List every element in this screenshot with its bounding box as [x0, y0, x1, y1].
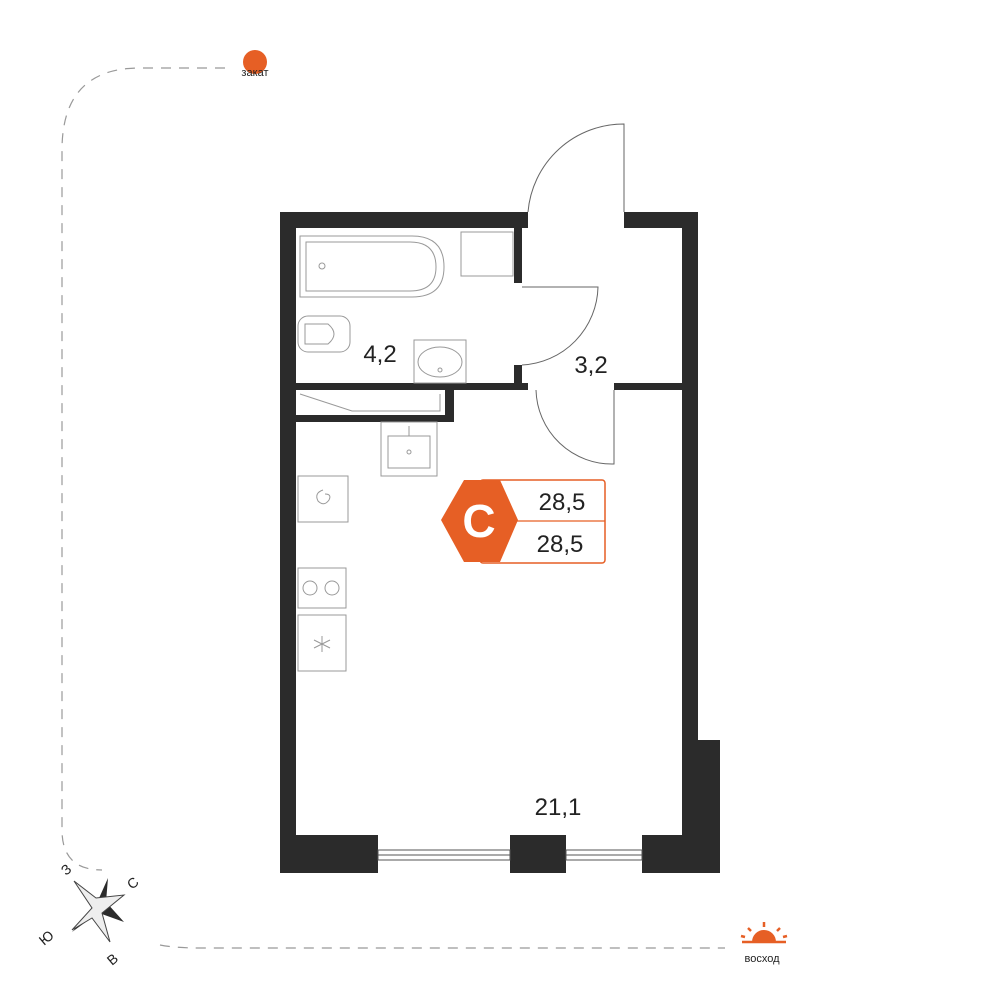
dishwasher [297, 475, 349, 523]
compass-east: В [104, 950, 121, 968]
bathroom-area: 4,2 [363, 341, 396, 368]
washer [460, 231, 514, 277]
sunrise-label: восход [744, 953, 780, 965]
studio-hex-icon [441, 480, 518, 562]
sunrise-icon [740, 922, 788, 944]
walls [280, 212, 720, 873]
windows [377, 849, 643, 861]
living-total: 28,5 [537, 531, 584, 558]
compass-rose-icon [71, 878, 126, 943]
hall-area: 3,2 [574, 352, 607, 379]
apartment-badge: С 28,5 28,5 [441, 479, 606, 564]
sunset-label: закат [241, 67, 268, 79]
compass-north: С [124, 874, 142, 893]
compass-south: Ю [36, 927, 57, 948]
total-area: 28,5 [539, 489, 586, 516]
sunset-icon [243, 62, 267, 74]
doors [521, 123, 625, 465]
sun-path [61, 67, 225, 871]
closet [299, 393, 441, 412]
sun-path-bottom [159, 944, 725, 949]
living-area: 21,1 [535, 794, 582, 821]
fixtures [297, 231, 514, 672]
compass-west: З [58, 861, 75, 879]
studio-letter: С [462, 495, 495, 547]
